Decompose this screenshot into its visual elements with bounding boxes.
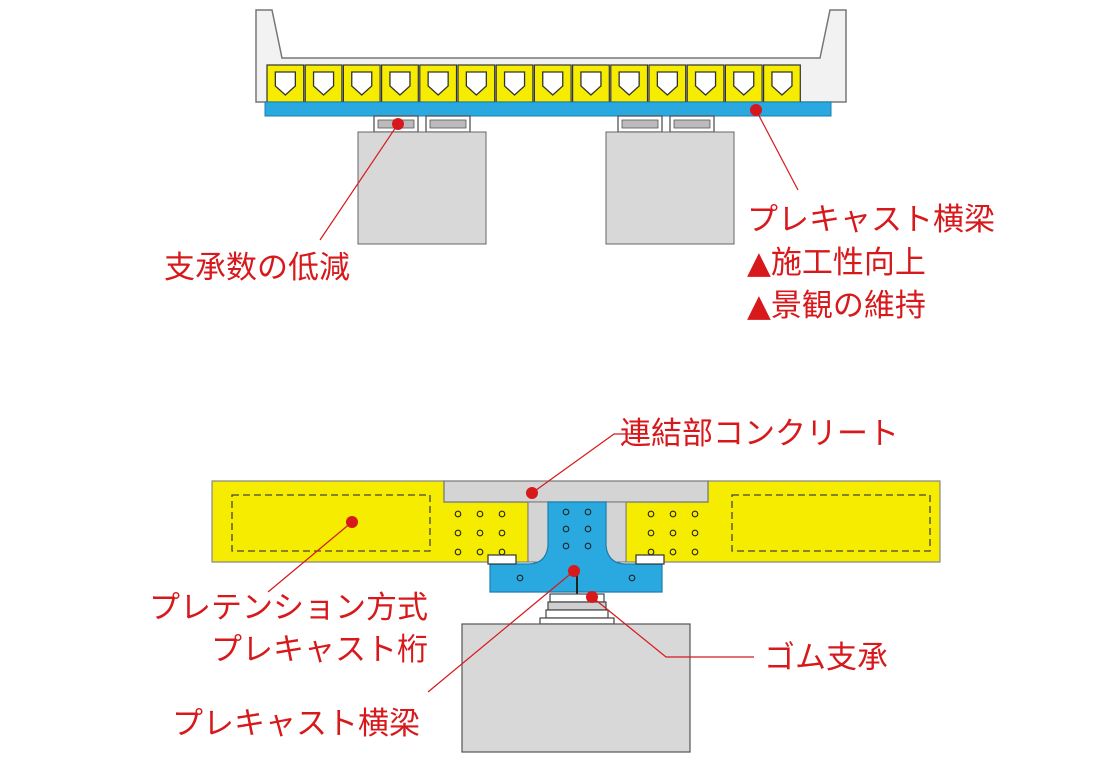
precast-crossbeam-bottom bbox=[489, 501, 663, 593]
marker-bearing-reduction bbox=[392, 118, 404, 130]
anchor-hole bbox=[562, 508, 570, 516]
precast-box-girders bbox=[266, 64, 801, 103]
anchor-hole bbox=[476, 548, 484, 556]
anchor-hole bbox=[516, 574, 524, 582]
anchor-hole bbox=[669, 548, 677, 556]
anchor-hole bbox=[584, 542, 592, 550]
leader-rubber-bearing bbox=[591, 596, 754, 658]
leader-precast-crossbeam-bottom bbox=[427, 570, 575, 693]
strand-outline-left bbox=[231, 494, 431, 552]
anchor-hole bbox=[454, 548, 462, 556]
box-girder bbox=[381, 64, 419, 103]
label-precast-crossbeam-top: プレキャスト横梁 bbox=[747, 202, 995, 238]
pier-right bbox=[605, 131, 735, 245]
rubber-bearing bbox=[539, 593, 615, 625]
anchor-holes bbox=[454, 508, 699, 582]
label-precast-girder: プレキャスト桁 bbox=[211, 632, 428, 668]
marker-precast-crossbeam-top bbox=[750, 104, 762, 116]
anchor-hole bbox=[562, 525, 570, 533]
box-girder bbox=[610, 64, 649, 103]
anchor-hole bbox=[647, 529, 655, 537]
connection-infill-left bbox=[527, 501, 549, 563]
label-benefit-constructability: ▲施工性向上 bbox=[747, 245, 926, 281]
label-bearing-reduction: 支承数の低減 bbox=[164, 250, 350, 286]
anchor-hole bbox=[498, 510, 506, 518]
anchor-hole bbox=[584, 525, 592, 533]
anchor-hole bbox=[498, 548, 506, 556]
box-girder bbox=[648, 64, 687, 103]
marker-connection-concrete bbox=[526, 487, 538, 499]
marker-pretension-girder bbox=[346, 516, 358, 528]
box-girder bbox=[266, 64, 305, 103]
leader-pretension-girder bbox=[267, 521, 353, 593]
marker-precast-crossbeam-bottom bbox=[568, 565, 580, 577]
anchor-hole bbox=[476, 510, 484, 518]
box-girder bbox=[342, 64, 381, 103]
box-girder bbox=[571, 64, 610, 103]
precast-crossbeam-top bbox=[264, 101, 832, 117]
connection-infill-right bbox=[605, 501, 627, 563]
box-girder bbox=[533, 64, 572, 103]
leader-precast-crossbeam-top bbox=[755, 109, 799, 191]
label-rubber-bearing: ゴム支承 bbox=[764, 640, 888, 676]
anchor-hole bbox=[454, 510, 462, 518]
box-girder bbox=[762, 64, 801, 103]
box-girder bbox=[495, 64, 534, 103]
box-girder bbox=[457, 64, 496, 103]
bottom-connection-section bbox=[211, 433, 941, 753]
connection-concrete bbox=[443, 480, 709, 503]
anchor-hole bbox=[628, 574, 636, 582]
pier-left bbox=[357, 131, 487, 245]
label-connection-concrete: 連結部コンクリート bbox=[620, 416, 899, 452]
anchor-hole bbox=[691, 510, 699, 518]
anchor-hole bbox=[691, 548, 699, 556]
anchor-hole bbox=[454, 529, 462, 537]
anchor-hole bbox=[669, 529, 677, 537]
anchor-hole bbox=[562, 542, 570, 550]
marker-rubber-bearing bbox=[586, 591, 598, 603]
anchor-hole bbox=[691, 529, 699, 537]
end-plate-left bbox=[487, 554, 517, 565]
leader-connection-concrete bbox=[531, 433, 648, 494]
label-benefit-landscape: ▲景観の維持 bbox=[747, 288, 926, 324]
pier-bottom bbox=[461, 623, 691, 753]
box-girder bbox=[724, 64, 763, 103]
strand-outline-right bbox=[731, 494, 931, 552]
anchor-hole bbox=[584, 508, 592, 516]
box-girder bbox=[419, 64, 458, 103]
anchor-hole bbox=[647, 510, 655, 518]
anchor-hole bbox=[669, 510, 677, 518]
box-girder bbox=[304, 64, 343, 103]
anchor-hole bbox=[647, 548, 655, 556]
anchor-hole bbox=[498, 529, 506, 537]
anchor-hole bbox=[476, 529, 484, 537]
leader-bearing-reduction bbox=[319, 123, 399, 241]
bearings-top bbox=[373, 115, 715, 133]
top-cross-section bbox=[255, 9, 847, 245]
label-pretension-method: プレテンション方式 bbox=[149, 590, 428, 626]
label-precast-crossbeam-bottom: プレキャスト横梁 bbox=[172, 706, 420, 742]
box-girder bbox=[686, 64, 725, 103]
end-plate-right bbox=[635, 554, 665, 565]
